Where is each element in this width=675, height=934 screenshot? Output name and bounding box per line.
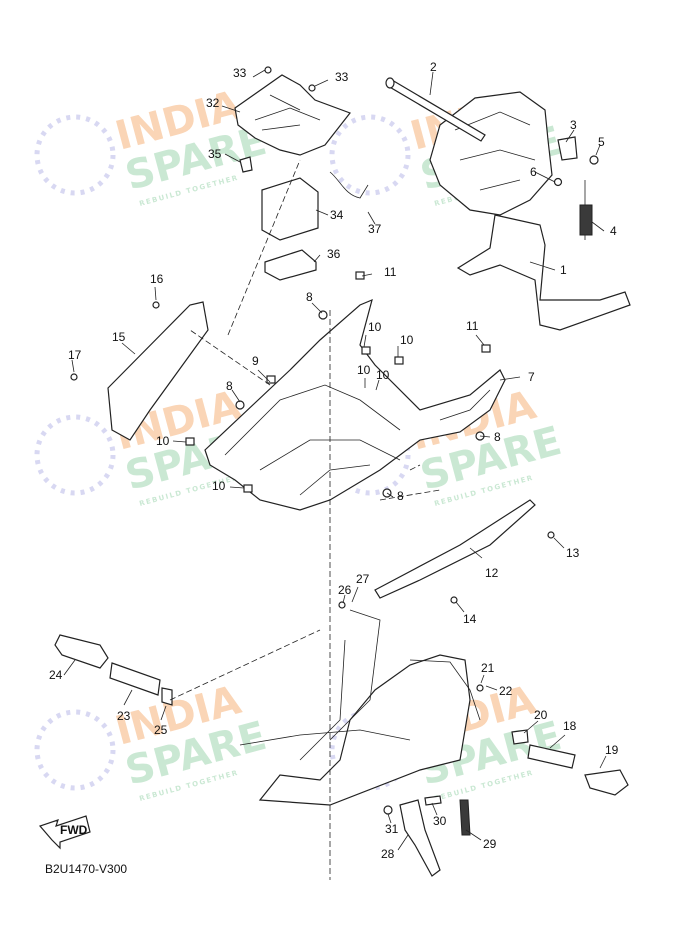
- side-stand: [399, 799, 441, 877]
- battery-pad: [264, 249, 317, 281]
- callout-number: 8: [226, 379, 233, 393]
- callout-number: 7: [528, 370, 535, 384]
- callout-number: 34: [330, 208, 344, 222]
- callout-leaders: [63, 69, 607, 851]
- callout-number: 10: [212, 479, 226, 493]
- fastener-13: [547, 531, 555, 539]
- diagram-code: B2U1470-V300: [45, 862, 127, 876]
- bolt-26: [338, 601, 346, 609]
- callout-number: 21: [481, 661, 495, 675]
- callout-number: 31: [385, 822, 399, 836]
- callout-number: 15: [112, 330, 126, 344]
- frame-assembly: [54, 601, 629, 877]
- footrest-left: [54, 634, 109, 669]
- bolt-25: [161, 687, 173, 706]
- callout-number: 6: [530, 165, 537, 179]
- bolt-35: [239, 156, 253, 173]
- callout-number: 8: [494, 430, 501, 444]
- callout-number: 14: [463, 612, 477, 626]
- callout-number: 36: [327, 247, 341, 261]
- callout-number: 26: [338, 583, 352, 597]
- center-stand: [456, 214, 631, 331]
- callout-number: 18: [563, 719, 577, 733]
- callout-number: 30: [433, 814, 447, 828]
- callout-number: 32: [206, 96, 220, 110]
- side-stand-spring: [459, 799, 471, 836]
- stand-bolt: [589, 155, 599, 165]
- callout-number: 37: [368, 222, 382, 236]
- side-garnish: [374, 499, 536, 599]
- callout-number: 10: [368, 320, 382, 334]
- callout-number: 27: [356, 572, 370, 586]
- callout-number: 5: [598, 135, 605, 149]
- callout-number: 4: [610, 224, 617, 238]
- battery: [261, 177, 319, 241]
- callout-number: 12: [485, 566, 499, 580]
- callout-number: 3: [570, 118, 577, 132]
- callout-number: 35: [208, 147, 222, 161]
- footrest-bracket-right: [527, 744, 576, 769]
- fwd-label: FWD: [60, 823, 88, 837]
- fastener-14: [450, 596, 458, 604]
- callout-number: 33: [335, 70, 349, 84]
- callout-number: 2: [430, 60, 437, 74]
- bolt-21: [476, 684, 484, 692]
- battery-cover: [234, 74, 351, 156]
- callout-number: 10: [357, 363, 371, 377]
- callout-number: 1: [560, 263, 567, 277]
- main-frame: [258, 654, 471, 806]
- battery-lead: [329, 171, 369, 199]
- callout-number: 9: [252, 354, 259, 368]
- footrest-right: [584, 769, 629, 796]
- callout-number: 22: [499, 684, 513, 698]
- center-stand-assembly: [385, 77, 631, 331]
- stand-spring: [579, 204, 593, 236]
- callout-number: 29: [483, 837, 497, 851]
- callout-number: 33: [233, 66, 247, 80]
- callout-number: 19: [605, 743, 619, 757]
- callout-number: 24: [49, 668, 63, 682]
- fastener-16: [152, 301, 160, 309]
- callout-number: 11: [466, 319, 479, 333]
- callout-number: 8: [397, 489, 404, 503]
- fastener-17: [70, 373, 78, 381]
- side-cover-left: [107, 301, 209, 441]
- callout-number: 11: [384, 265, 397, 279]
- callout-number: 10: [156, 434, 170, 448]
- callout-number: 10: [376, 368, 390, 382]
- callout-number: 17: [68, 348, 82, 362]
- stand-bracket: [557, 136, 578, 161]
- side-stand-bolt: [424, 795, 442, 806]
- callout-number: 10: [400, 333, 414, 347]
- callout-number: 20: [534, 708, 548, 722]
- callout-number: 8: [306, 290, 313, 304]
- nut-31: [383, 805, 393, 815]
- callout-number: 16: [150, 272, 164, 286]
- callout-number: 28: [381, 847, 395, 861]
- fwd-arrow-icon: FWD: [38, 815, 91, 850]
- screw-33a: [264, 66, 272, 74]
- collar-20: [511, 729, 529, 745]
- footrest-bracket-left: [109, 662, 161, 696]
- footboard: [204, 298, 506, 511]
- callout-number: 23: [117, 709, 131, 723]
- footboard-assembly: [70, 271, 555, 604]
- battery-area: [234, 66, 369, 281]
- callout-number: 25: [154, 723, 168, 737]
- screw-33b: [308, 84, 316, 92]
- callout-number: 13: [566, 546, 580, 560]
